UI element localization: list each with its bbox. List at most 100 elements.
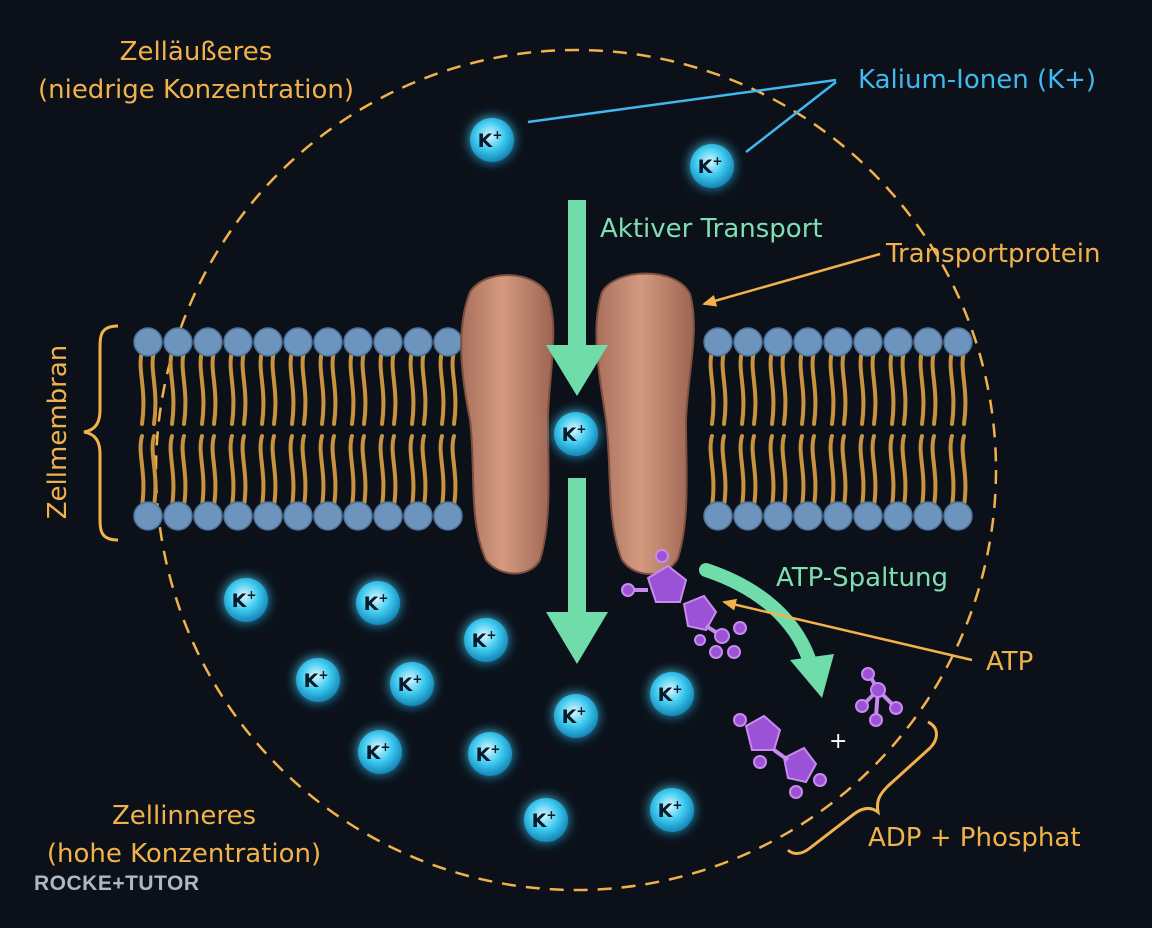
- lipid-head: [313, 501, 343, 531]
- lipid-tail: [870, 350, 878, 426]
- lipid-tail: [840, 434, 848, 508]
- atp-pointer: [722, 598, 973, 662]
- potassium-ion: K+: [390, 662, 434, 706]
- lipid-head: [913, 501, 943, 531]
- lipid-tail: [318, 350, 326, 426]
- lipid-tail: [258, 434, 266, 508]
- lipid-tail: [840, 350, 848, 426]
- lipid-tail: [858, 434, 866, 508]
- lipid-head: [193, 501, 223, 531]
- lipid-tail: [390, 434, 398, 508]
- atp-cleavage-arrow: [699, 563, 834, 698]
- lipid-head: [253, 327, 283, 357]
- atp-label: ATP: [986, 647, 1033, 677]
- active-transport-arrow: [546, 200, 608, 664]
- lipid-head: [373, 501, 403, 531]
- lipid-tail: [960, 350, 968, 426]
- lipid-tail: [738, 434, 746, 508]
- lipid-tail: [738, 350, 746, 426]
- lipid-tail: [438, 350, 446, 426]
- lipid-tail: [348, 434, 356, 508]
- potassium-ion: K+: [224, 578, 268, 622]
- lipid-head: [283, 327, 313, 357]
- potassium-ion: K+: [650, 672, 694, 716]
- lipid-tail: [708, 434, 716, 508]
- transport-protein-label: Transportprotein: [885, 239, 1100, 269]
- potassium-ion: K+: [468, 732, 512, 776]
- lipid-tail: [948, 434, 956, 508]
- lipid-tail: [288, 434, 296, 508]
- lipid-tail: [720, 350, 728, 426]
- lipid-head: [883, 327, 913, 357]
- lipid-tail: [438, 434, 446, 508]
- lipid-tail: [450, 434, 458, 508]
- lipid-tail: [198, 434, 206, 508]
- lipid-head: [133, 501, 163, 531]
- lipid-tail: [390, 350, 398, 426]
- lipid-tail: [810, 434, 818, 508]
- brand-logo: ROCKE+TUTOR: [34, 872, 200, 895]
- lipid-head: [433, 327, 463, 357]
- lipid-tail: [948, 350, 956, 426]
- lipid-tail: [150, 434, 158, 508]
- lipid-head: [283, 501, 313, 531]
- potassium-ion: K+: [356, 581, 400, 625]
- lipid-tail: [768, 434, 776, 508]
- potassium-ions-label: Kalium-Ionen (K+): [858, 65, 1096, 95]
- lipid-tail: [930, 434, 938, 508]
- lipid-head: [943, 327, 973, 357]
- outside-label-line1: Zelläußeres: [120, 37, 273, 67]
- lipid-head: [913, 327, 943, 357]
- lipid-tail: [960, 434, 968, 508]
- atp-cleavage-label: ATP-Spaltung: [776, 563, 948, 593]
- potassium-ion: K+: [524, 798, 568, 842]
- lipid-tail: [798, 434, 806, 508]
- lipid-tail: [408, 350, 416, 426]
- lipid-head: [163, 501, 193, 531]
- lipid-head: [313, 327, 343, 357]
- transport-protein-pointer: [702, 252, 881, 307]
- lipid-head: [193, 327, 223, 357]
- lipid-head: [163, 327, 193, 357]
- svg-text:K+: K+: [562, 422, 587, 446]
- lipid-tail: [198, 350, 206, 426]
- lipid-tail: [330, 434, 338, 508]
- lipid-head: [223, 501, 253, 531]
- lipid-tail: [240, 434, 248, 508]
- lipid-head: [253, 501, 283, 531]
- lipid-head: [763, 327, 793, 357]
- lipid-tail: [798, 350, 806, 426]
- lipid-tail: [858, 350, 866, 426]
- adp-molecule: [733, 713, 827, 799]
- lipid-head: [943, 501, 973, 531]
- lipid-head: [343, 327, 373, 357]
- lipid-tail: [420, 350, 428, 426]
- potassium-pointer-1: [527, 78, 837, 124]
- lipid-tail: [810, 350, 818, 426]
- potassium-ion: K+: [554, 694, 598, 738]
- potassium-ion: K+: [554, 412, 598, 456]
- lipid-tail: [888, 350, 896, 426]
- lipid-tail: [750, 434, 758, 508]
- adp-phosphate-brace: [786, 720, 938, 855]
- membrane-label: Zellmembran: [43, 345, 73, 520]
- lipid-head: [403, 501, 433, 531]
- membrane-brace: [83, 324, 119, 542]
- lipid-tail: [918, 350, 926, 426]
- lipid-head: [853, 501, 883, 531]
- lipid-tail: [360, 350, 368, 426]
- lipid-tail: [300, 434, 308, 508]
- lipid-head: [703, 501, 733, 531]
- active-transport-label: Aktiver Transport: [600, 214, 823, 244]
- plus-sign: +: [829, 729, 847, 754]
- lipid-tail: [348, 350, 356, 426]
- inside-label-line2: (hohe Konzentration): [47, 839, 321, 869]
- lipid-tail: [420, 434, 428, 508]
- lipid-tail: [930, 350, 938, 426]
- adp-phosphate-label: ADP + Phosphat: [868, 823, 1081, 853]
- lipid-head: [793, 501, 823, 531]
- lipid-head: [823, 501, 853, 531]
- lipid-tail: [150, 350, 158, 426]
- lipid-head: [733, 501, 763, 531]
- lipid-tail: [258, 350, 266, 426]
